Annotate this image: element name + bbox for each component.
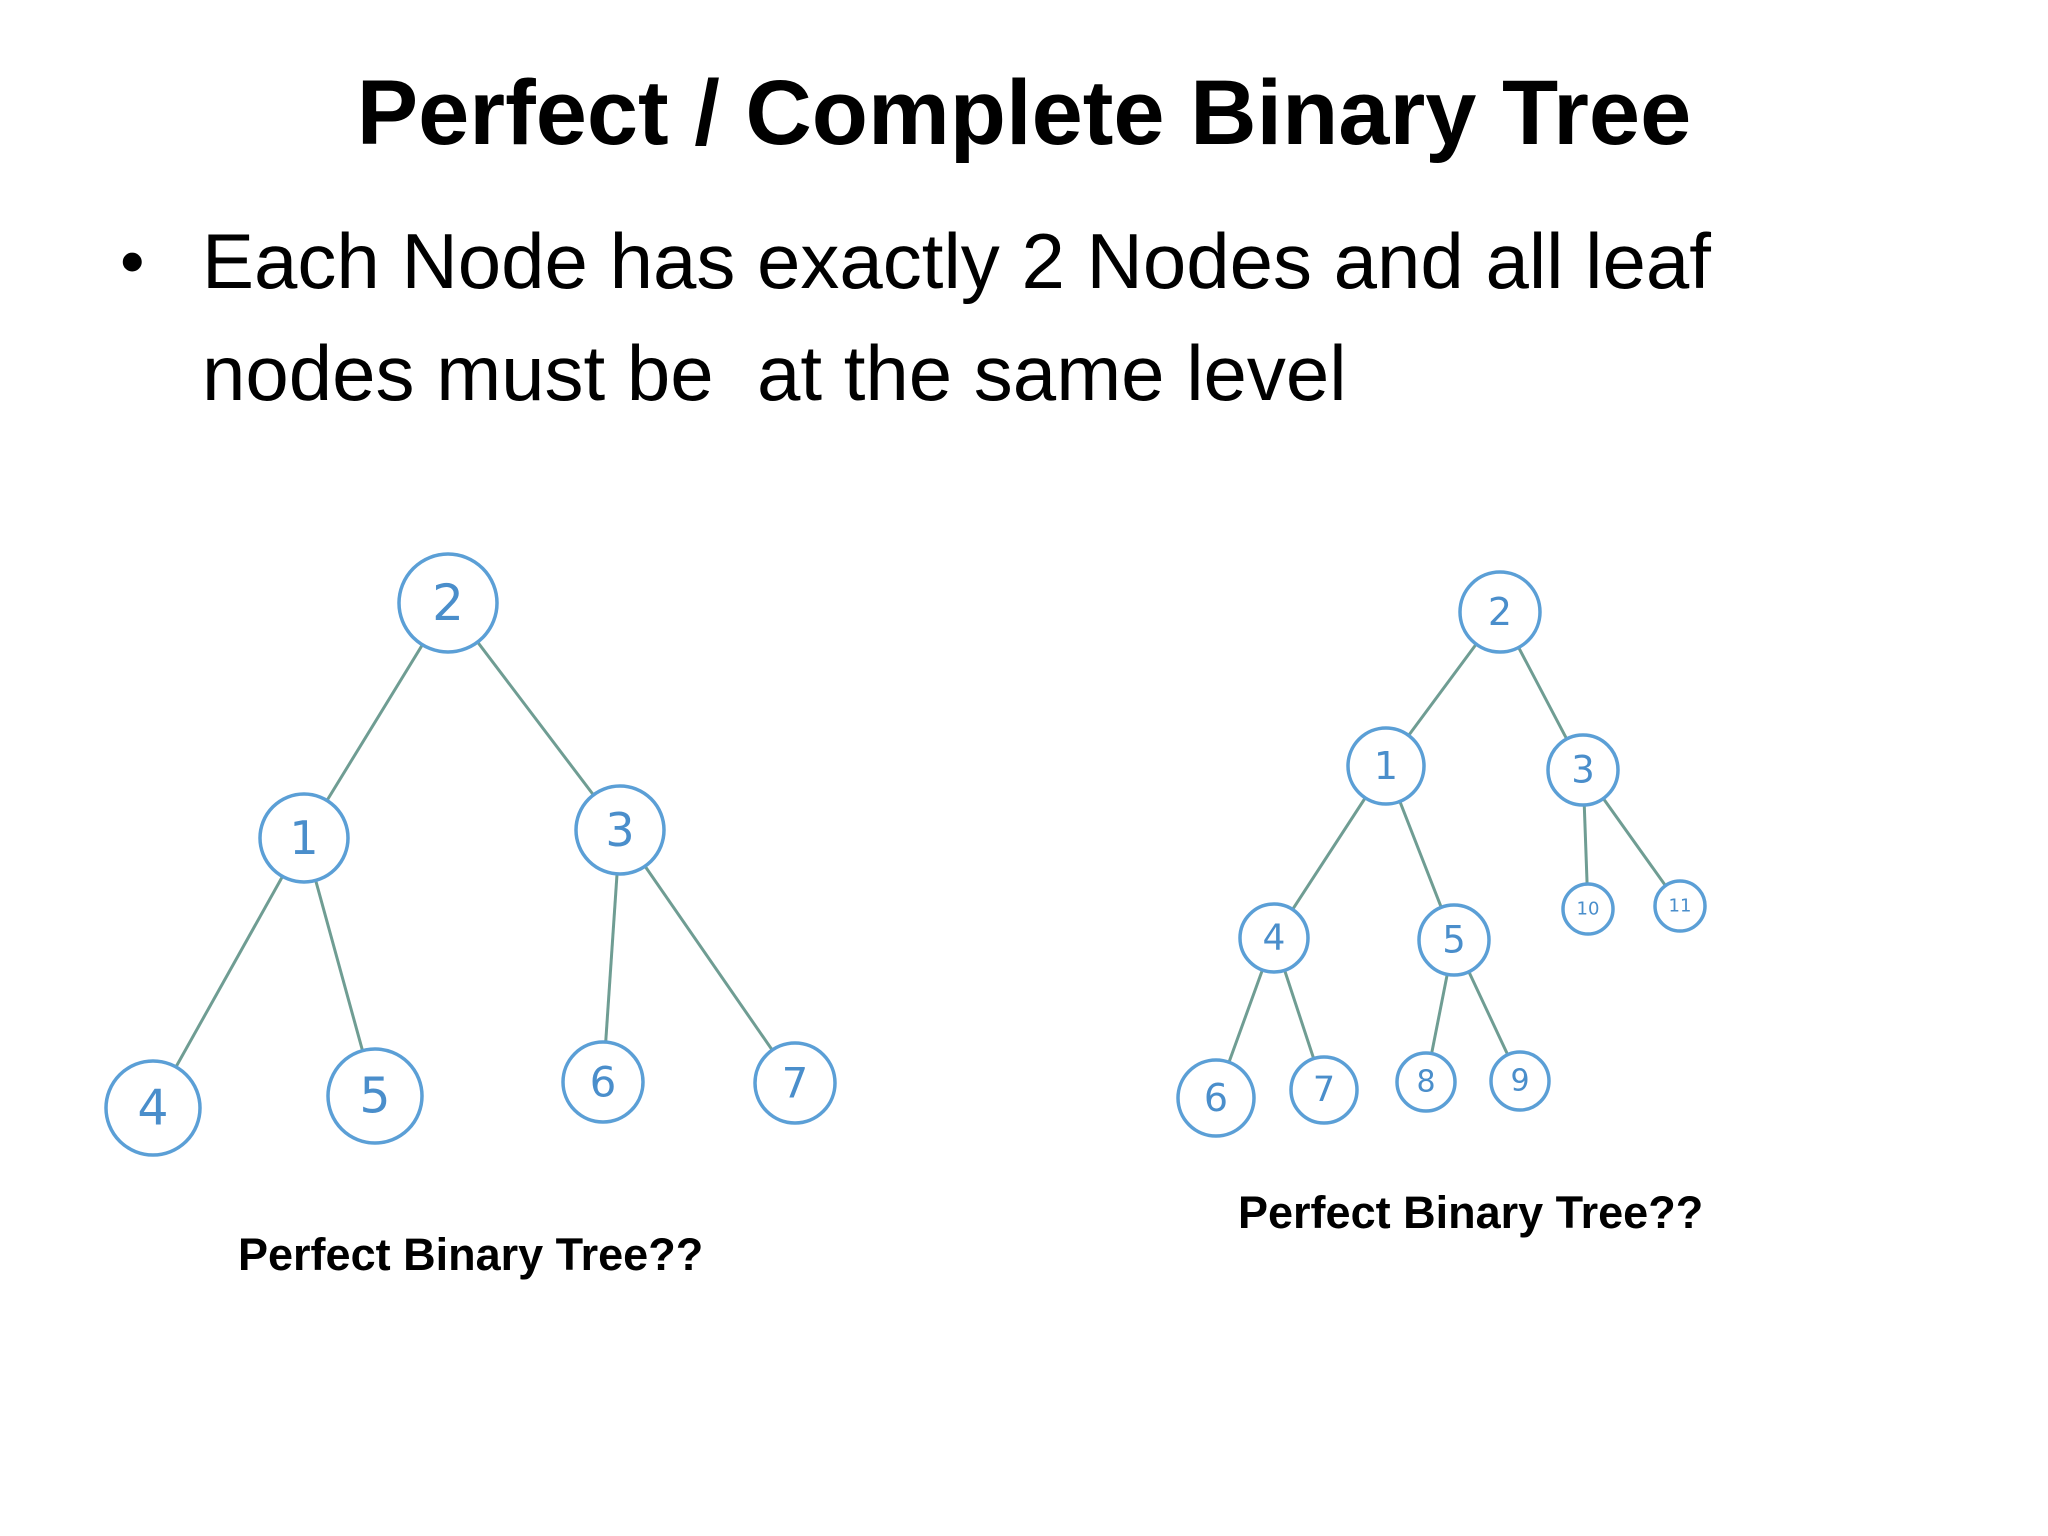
tree-node-label: 4 <box>137 1080 168 1137</box>
caption-left-tree: Perfect Binary Tree?? <box>238 1229 704 1280</box>
tree-node-1: 1 <box>1346 726 1426 806</box>
tree-node-label: 11 <box>1669 896 1692 917</box>
tree-node-11: 11 <box>1653 879 1707 933</box>
tree-node-3: 3 <box>1546 733 1620 807</box>
tree-node-label: 4 <box>1263 918 1286 959</box>
tree-node-circle <box>1289 1055 1359 1125</box>
tree-node-label: 2 <box>432 574 464 632</box>
bullet-line-2: nodes must be at the same level <box>202 329 1347 417</box>
tree-node-circle <box>104 1059 202 1157</box>
tree-node-circle <box>397 552 499 654</box>
tree-node-circle <box>574 784 666 876</box>
tree-diagram-left: 2 1 3 4 5 6 7 <box>104 552 837 1157</box>
tree-node-5: 5 <box>1417 903 1491 977</box>
tree-node-label: 7 <box>782 1059 809 1108</box>
tree-node-2: 2 <box>397 552 499 654</box>
tree-node-label: 3 <box>1571 749 1595 792</box>
tree-node-4: 4 <box>1238 902 1310 974</box>
tree-node-circle <box>1417 903 1491 977</box>
tree-node-label: 7 <box>1313 1070 1335 1110</box>
tree-node-3: 3 <box>574 784 666 876</box>
tree-node-label: 8 <box>1416 1065 1435 1100</box>
tree-node-label: 6 <box>590 1058 617 1107</box>
tree-node-label: 1 <box>1374 744 1398 788</box>
tree-node-circle <box>258 792 350 884</box>
tree-edge-1-4 <box>151 837 306 1109</box>
tree-node-10: 10 <box>1561 882 1615 936</box>
tree-edge-3-7 <box>618 829 797 1084</box>
bullet-line-1: Each Node has exactly 2 Nodes and all le… <box>202 217 1711 305</box>
tree-node-circle <box>753 1041 837 1125</box>
tree-node-5: 5 <box>326 1047 424 1145</box>
tree-node-circle <box>1489 1050 1551 1112</box>
tree-node-label: 10 <box>1577 899 1600 920</box>
tree-node-2: 2 <box>1458 570 1542 654</box>
tree-node-label: 5 <box>359 1068 390 1125</box>
tree-node-circle <box>1546 733 1620 807</box>
tree-node-label: 3 <box>605 803 634 857</box>
tree-node-circle <box>1346 726 1426 806</box>
tree-node-label: 5 <box>1442 919 1466 962</box>
tree-node-label: 2 <box>1488 590 1512 634</box>
tree-node-9: 9 <box>1489 1050 1551 1112</box>
bullet-text: Each Node has exactly 2 Nodes and all le… <box>202 205 1822 429</box>
bullet-marker: • <box>120 222 145 300</box>
tree-node-circle <box>326 1047 424 1145</box>
tree-node-6: 6 <box>1176 1058 1256 1138</box>
tree-diagram-right: 2 1 3 4 5 10 11 6 7 8 9 <box>1176 570 1707 1138</box>
tree-node-7: 7 <box>753 1041 837 1125</box>
tree-node-circle <box>1458 570 1542 654</box>
tree-node-1: 1 <box>258 792 350 884</box>
tree-node-circle <box>1561 882 1615 936</box>
tree-node-7: 7 <box>1289 1055 1359 1125</box>
tree-node-label: 9 <box>1510 1064 1529 1099</box>
tree-node-label: 1 <box>289 811 318 865</box>
tree-node-circle <box>1238 902 1310 974</box>
tree-node-label: 6 <box>1204 1076 1228 1120</box>
slide-title: Perfect / Complete Binary Tree <box>356 62 1692 164</box>
tree-node-circle <box>561 1040 645 1124</box>
tree-node-4: 4 <box>104 1059 202 1157</box>
tree-node-8: 8 <box>1395 1051 1457 1113</box>
caption-right-tree: Perfect Binary Tree?? <box>1238 1187 1704 1238</box>
tree-node-circle <box>1395 1051 1457 1113</box>
tree-node-circle <box>1653 879 1707 933</box>
tree-node-circle <box>1176 1058 1256 1138</box>
tree-node-6: 6 <box>561 1040 645 1124</box>
